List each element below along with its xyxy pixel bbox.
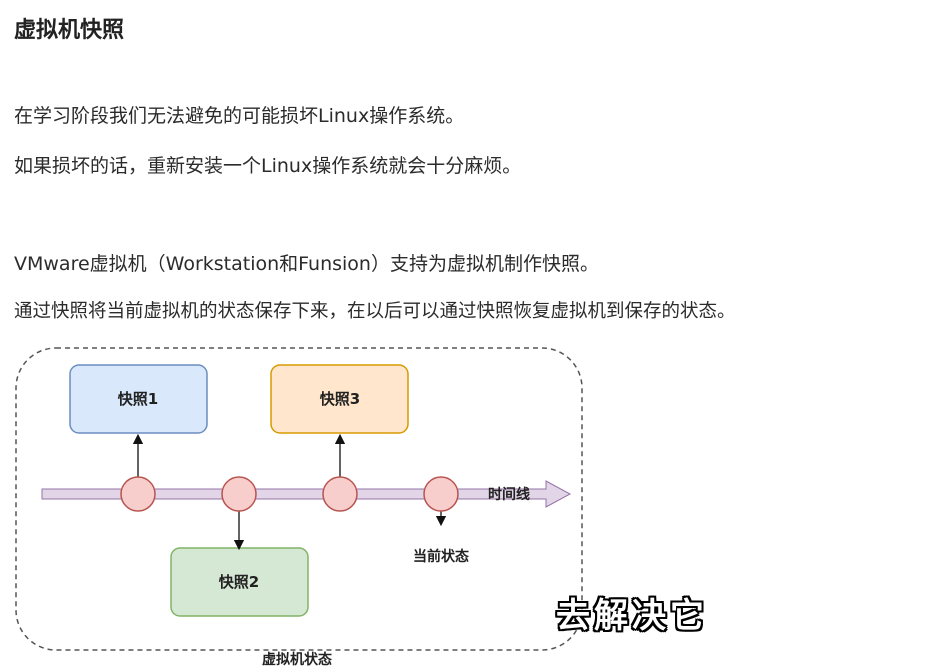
timeline-label: 时间线 (488, 486, 530, 503)
snapshot-2-label: 快照2 (219, 573, 259, 591)
timeline-node-1 (120, 476, 156, 512)
paragraph-4: 通过快照将当前虚拟机的状态保存下来，在以后可以通过快照恢复虚拟机到保存的状态。 (14, 301, 736, 322)
page-heading: 虚拟机快照 (14, 18, 125, 43)
timeline-node-current (423, 476, 459, 512)
snapshot-1-box (69, 364, 208, 434)
paragraph-3: VMware虚拟机（Workstation和Funsion）支持为虚拟机制作快照… (14, 253, 599, 275)
timeline-node-3 (322, 476, 358, 512)
snapshot-3-box (270, 364, 409, 434)
current-state-label: 当前状态 (413, 548, 469, 565)
snapshot-3-label: 快照3 (320, 390, 360, 408)
paragraph-2: 如果损坏的话，重新安装一个Linux操作系统就会十分麻烦。 (14, 155, 522, 177)
paragraph-1: 在学习阶段我们无法避免的可能损坏Linux操作系统。 (14, 105, 465, 127)
vm-state-container (15, 347, 583, 651)
video-subtitle: 去解决它 (556, 596, 708, 636)
timeline-node-2 (221, 476, 257, 512)
snapshot-diagram: 时间线 快照1 快照3 快照2 当前状态 虚拟机状态 (15, 347, 583, 668)
vm-state-label: 虚拟机状态 (262, 651, 332, 668)
snapshot-1-label: 快照1 (118, 390, 158, 408)
